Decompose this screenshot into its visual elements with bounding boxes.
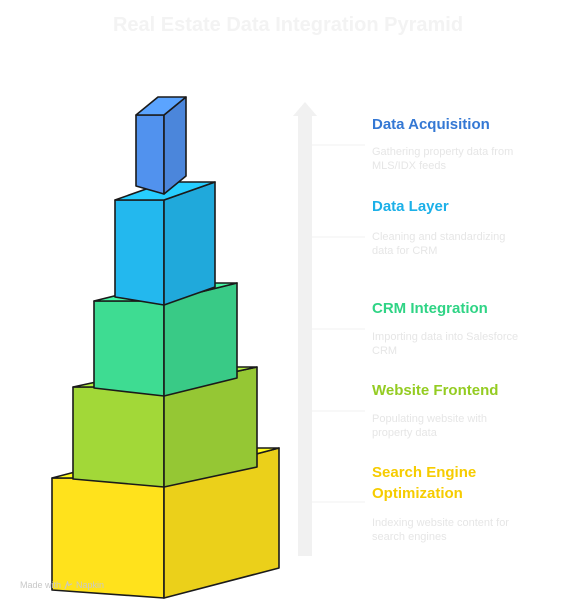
block-data-layer-side-face bbox=[163, 181, 216, 306]
tier-label-search-engine-optimization: Search Engine Optimization bbox=[372, 464, 477, 502]
block-data-acquisition-front-face bbox=[135, 114, 165, 195]
napkin-logo-icon bbox=[64, 580, 73, 589]
made-with-credit: Made with Napkin bbox=[20, 580, 104, 590]
block-data-layer-front-face bbox=[114, 199, 165, 306]
tier-desc-data-acquisition: Gathering property data from MLS/IDX fee… bbox=[372, 146, 514, 172]
tier-label-crm-integration: CRM Integration bbox=[372, 300, 488, 317]
tier-label-data-layer: Data Layer bbox=[372, 198, 449, 215]
block-crm-integration-front-face bbox=[93, 300, 165, 397]
block-data-layer bbox=[114, 181, 216, 306]
credit-brand: Napkin bbox=[76, 580, 105, 590]
tier-desc-crm-integration: Importing data into Salesforce CRM bbox=[372, 331, 519, 357]
tier-label-website-frontend: Website Frontend bbox=[372, 382, 499, 399]
up-arrow-icon bbox=[293, 102, 317, 556]
tier-desc-website-frontend: Populating website with property data bbox=[372, 413, 487, 439]
tier-label-data-acquisition: Data Acquisition bbox=[372, 116, 490, 133]
block-website-frontend-front-face bbox=[72, 386, 165, 488]
connector-lines bbox=[312, 144, 365, 503]
tier-desc-search-engine-optimization: Indexing website content for search engi… bbox=[372, 517, 509, 543]
diagram-title: Real Estate Data Integration Pyramid bbox=[112, 14, 464, 36]
block-data-acquisition bbox=[135, 96, 187, 195]
credit-prefix: Made with bbox=[20, 580, 62, 590]
tier-desc-data-layer: Cleaning and standardizing data for CRM bbox=[372, 231, 506, 257]
block-data-acquisition-top-face bbox=[135, 96, 187, 116]
pyramid-blocks bbox=[51, 96, 280, 599]
